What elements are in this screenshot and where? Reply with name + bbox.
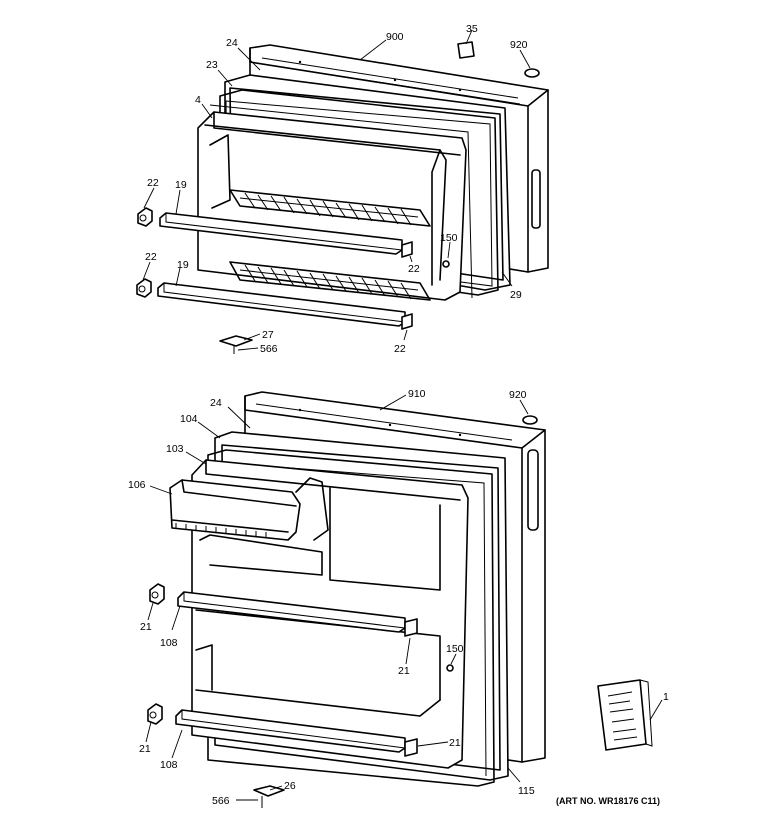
label-22-upper-right: 22	[408, 263, 420, 275]
fresh-food-shelf-clips	[147, 583, 418, 757]
label-21-right-upper: 21	[398, 665, 410, 677]
label-920-lower: 920	[509, 389, 527, 401]
leader-lines	[142, 29, 663, 801]
label-115: 115	[518, 785, 535, 797]
freezer-shelf-grilles	[244, 192, 412, 300]
label-108-lower: 108	[160, 759, 178, 771]
label-24-upper: 24	[226, 37, 238, 49]
label-910: 910	[408, 388, 426, 400]
label-21-left-upper: 21	[140, 621, 152, 633]
label-22-upper-left: 22	[147, 177, 159, 189]
fresh-food-small-parts	[253, 415, 538, 808]
freezer-door-liner	[197, 111, 467, 301]
callout-labels: 900 35 920 24 23 4 22 19 150 22 29 22 19…	[128, 23, 669, 807]
label-21-left-lower: 21	[139, 743, 151, 755]
use-and-care-booklet	[597, 679, 653, 751]
label-19-lower: 19	[177, 259, 189, 271]
label-29: 29	[510, 289, 522, 301]
label-24-lower: 24	[210, 397, 222, 409]
label-106: 106	[128, 479, 146, 491]
label-21-right-lower: 21	[449, 737, 461, 749]
label-900: 900	[386, 31, 404, 43]
freezer-small-parts	[219, 41, 540, 354]
freezer-shelf-bars	[157, 212, 406, 327]
label-104: 104	[180, 413, 198, 425]
label-150-lower: 150	[446, 643, 464, 655]
freezer-shelf-clips	[136, 207, 413, 330]
door-shelf-bin	[169, 477, 329, 541]
label-108-upper: 108	[160, 637, 178, 649]
label-4: 4	[195, 94, 201, 106]
label-103: 103	[166, 443, 184, 455]
label-22-lower-left: 22	[145, 251, 157, 263]
label-26: 26	[284, 780, 296, 792]
art-number: (ART NO. WR18176 C11)	[556, 796, 660, 806]
label-566-lower: 566	[212, 795, 230, 807]
label-27: 27	[262, 329, 274, 341]
label-920-upper: 920	[510, 39, 528, 51]
label-22-bottom: 22	[394, 343, 406, 355]
label-23: 23	[206, 59, 218, 71]
label-566-upper: 566	[260, 343, 278, 355]
label-1: 1	[663, 691, 669, 703]
label-150-upper: 150	[440, 232, 458, 244]
label-35: 35	[466, 23, 478, 35]
label-19-upper: 19	[175, 179, 187, 191]
